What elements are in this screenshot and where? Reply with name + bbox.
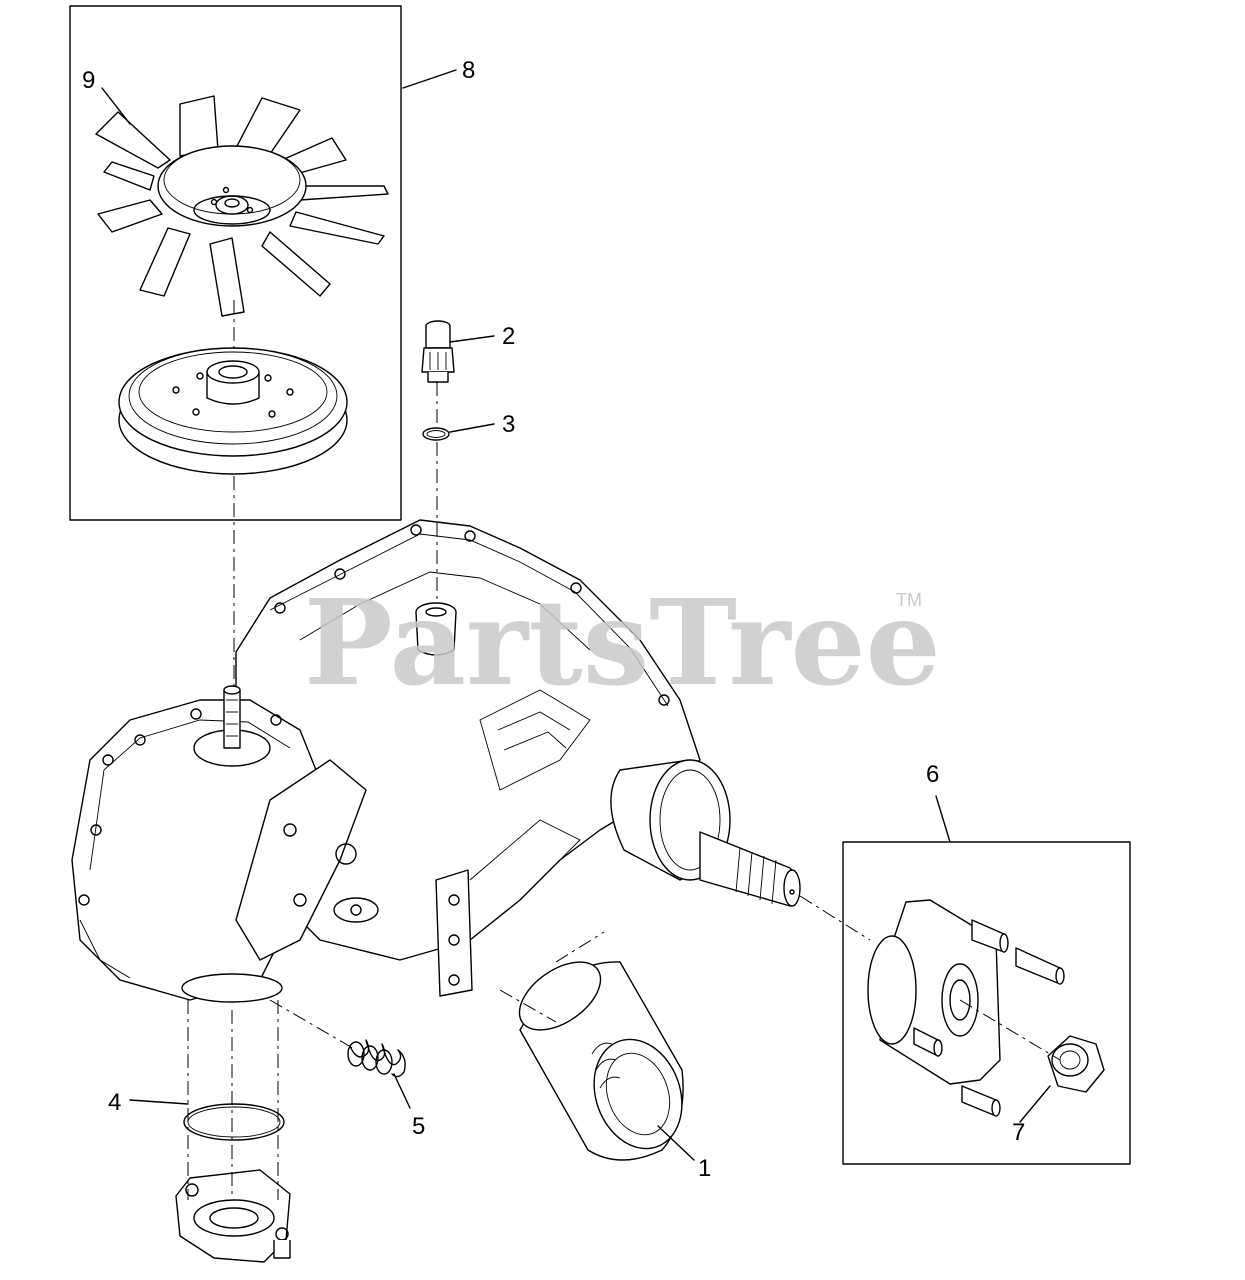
wheel-hub[interactable]	[867, 899, 1065, 1117]
callout-labels: 1 2 3 4 5 6 7 8 9	[82, 57, 1025, 1182]
breather-fitting[interactable]	[421, 320, 455, 383]
callout-6: 6	[926, 761, 939, 788]
callout-8: 8	[462, 57, 475, 84]
callout-1: 1	[698, 1155, 711, 1182]
callout-9: 9	[82, 67, 95, 94]
watermark-trademark: TM	[896, 590, 922, 610]
callout-2: 2	[502, 323, 515, 350]
callout-4: 4	[108, 1089, 121, 1116]
watermark-brand: PartsTree	[304, 573, 941, 712]
fan-pulley-kit-box	[69, 5, 402, 521]
filter-cover[interactable]	[175, 1169, 291, 1263]
callout-7: 7	[1012, 1119, 1025, 1146]
hub-nut[interactable]	[1047, 1035, 1105, 1093]
callout-3: 3	[502, 411, 515, 438]
o-ring-large[interactable]	[183, 1103, 285, 1141]
extension-spring[interactable]	[347, 1039, 406, 1078]
drive-pulley[interactable]	[118, 347, 348, 475]
cooling-fan[interactable]	[95, 95, 389, 317]
hub-kit-box	[842, 841, 1131, 1165]
transaxle-housing[interactable]	[71, 519, 801, 1003]
leader-lines	[101, 69, 1051, 1161]
callout-5: 5	[412, 1113, 425, 1140]
alignment-lines	[187, 300, 1061, 1200]
oil-filter[interactable]	[507, 948, 696, 1161]
partstree-watermark: PartsTree TM	[304, 573, 941, 712]
o-ring-small[interactable]	[422, 427, 450, 441]
